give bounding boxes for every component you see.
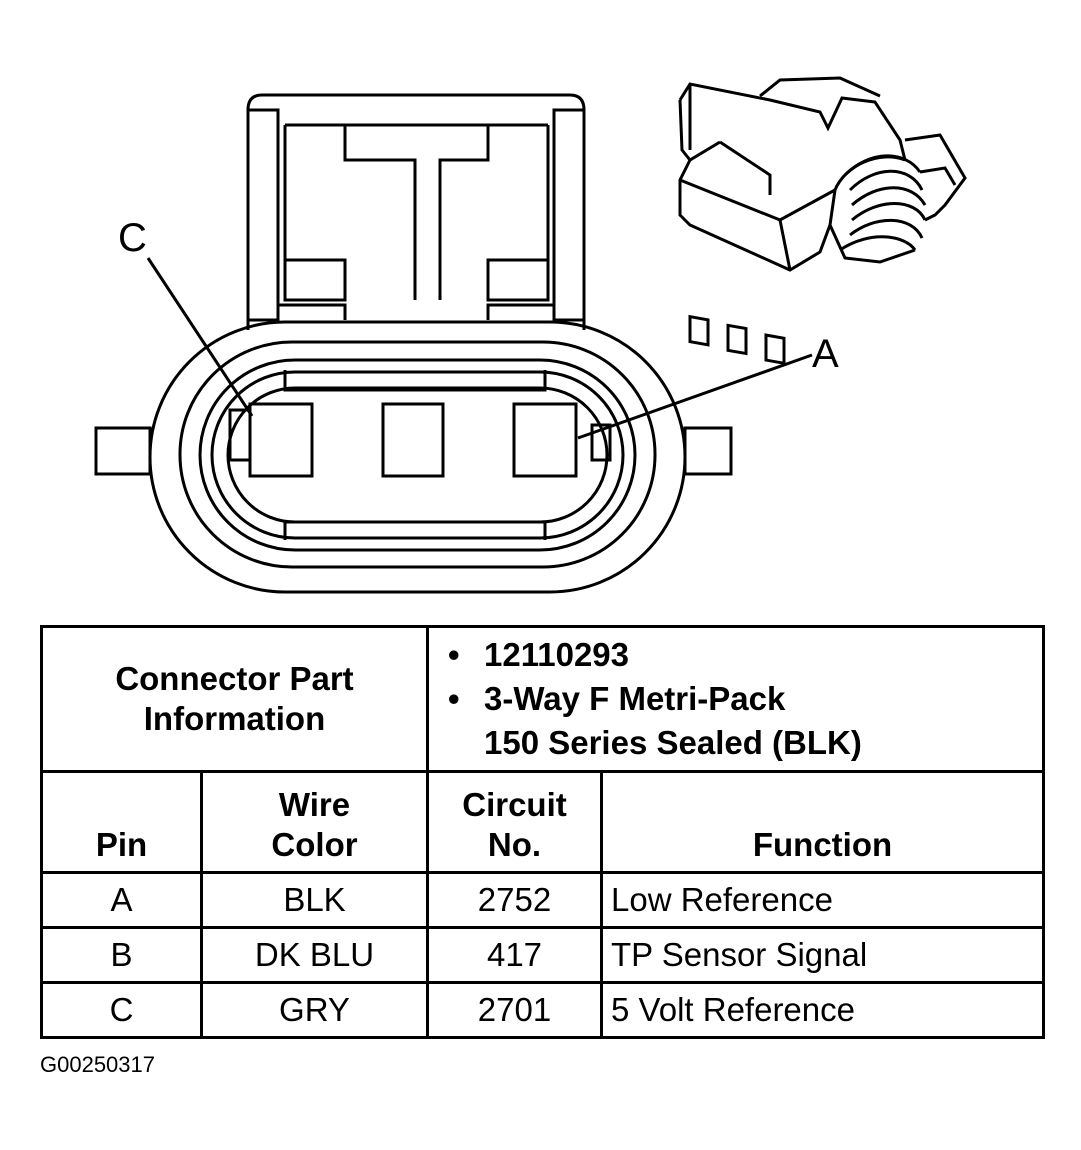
terminal-cavity-c (248, 402, 314, 478)
connector-info-value: • 12110293 • 3-Way F Metri-Pack 150 Seri… (426, 625, 1045, 773)
callout-pin-c: C (118, 216, 147, 260)
cell-circuit: 417 (426, 926, 603, 984)
callout-pin-a: A (812, 332, 839, 376)
figure-id: G00250317 (40, 1052, 155, 1077)
cell-pin: A (40, 871, 203, 929)
cell-pin: C (40, 981, 203, 1039)
cell-function: TP Sensor Signal (600, 926, 1045, 984)
cell-wire-color: BLK (200, 871, 429, 929)
cell-wire-color: GRY (200, 981, 429, 1039)
cell-circuit: 2752 (426, 871, 603, 929)
part-number: 12110293 (484, 636, 630, 673)
connector-info-label: Connector Part Information (40, 625, 429, 773)
cell-function: Low Reference (600, 871, 1045, 929)
terminal-cavity-a (512, 402, 578, 478)
connector-latch (246, 93, 586, 330)
part-number-item: • 12110293 (448, 633, 1034, 677)
cell-function: 5 Volt Reference (600, 981, 1045, 1039)
column-header-function: Function (600, 770, 1045, 874)
connector-info-label-line1: Connector Part (115, 660, 354, 697)
connector-info-row: Connector Part Information • 12110293 • … (40, 625, 1045, 773)
table-row: C GRY 2701 5 Volt Reference (40, 981, 1045, 1039)
leader-line-a (577, 353, 813, 440)
cell-pin: B (40, 926, 203, 984)
leader-line-c (146, 257, 254, 417)
table-row: A BLK 2752 Low Reference (40, 871, 1045, 929)
connector-diagram (94, 76, 967, 594)
right-tab (683, 426, 733, 476)
cell-wire-color: DK BLU (200, 926, 429, 984)
connector-table: Connector Part Information • 12110293 • … (40, 625, 1045, 1039)
connector-body (148, 320, 687, 594)
left-tab (94, 426, 152, 476)
bullet-marker: • (448, 636, 460, 673)
connector-description-line1: 3-Way F Metri-Pack (484, 680, 786, 717)
connector-info-label-line2: Information (143, 700, 326, 737)
bullet-marker: • (448, 680, 460, 717)
connector-perspective-view (678, 76, 967, 366)
table-row: B DK BLU 417 TP Sensor Signal (40, 926, 1045, 984)
cell-circuit: 2701 (426, 981, 603, 1039)
column-header-pin: Pin (40, 770, 203, 874)
terminal-cavity-b (381, 402, 445, 478)
connector-description-item: • 3-Way F Metri-Pack (448, 677, 1034, 721)
connector-description-line2: 150 Series Sealed (BLK) (484, 724, 862, 761)
